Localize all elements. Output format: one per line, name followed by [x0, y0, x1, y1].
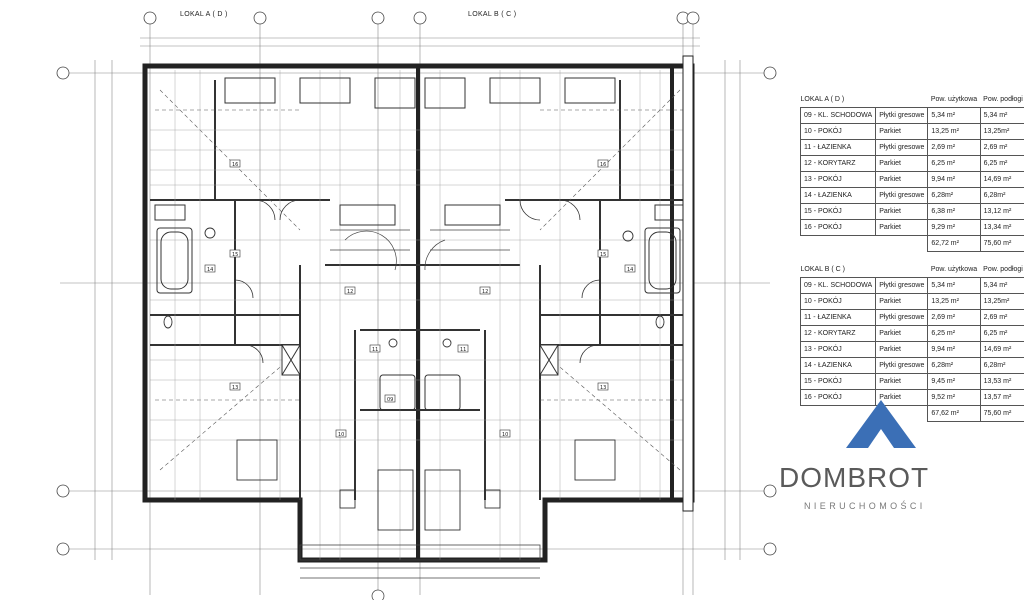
svg-text:14: 14 [627, 267, 633, 273]
svg-text:12: 12 [482, 289, 488, 295]
column-header-usable-area: Pow. użytkowa [930, 96, 978, 103]
svg-text:12: 12 [347, 289, 353, 295]
lokal-a-area-table: LOKAL A ( D ) Pow. użytkowa Pow. podłogi… [799, 92, 1024, 252]
svg-text:11: 11 [460, 347, 466, 353]
table-title: LOKAL B ( C ) [800, 266, 845, 273]
svg-text:10: 10 [502, 432, 508, 438]
column-header-floor-area: Pow. podłogi [983, 96, 1023, 103]
svg-text:16: 16 [600, 162, 606, 168]
fine-hatching [150, 70, 690, 560]
room-tags: 16 15 14 13 12 10 09 10 12 13 14 15 16 1… [204, 159, 636, 438]
column-pillars [281, 344, 559, 376]
svg-text:09: 09 [387, 397, 393, 403]
entrance-steps [299, 544, 541, 579]
mountain-triangle-icon [846, 400, 916, 448]
svg-text:11: 11 [372, 347, 378, 353]
brand-name: DOMBROT [779, 462, 930, 493]
column-header-usable-area: Pow. użytkowa [930, 266, 978, 273]
right-wall-block [682, 55, 694, 512]
lokal-b-area-table: LOKAL B ( C ) Pow. użytkowa Pow. podłogi… [799, 262, 1024, 422]
svg-text:15: 15 [232, 252, 238, 258]
axis-markers [56, 11, 777, 600]
windows [154, 77, 686, 226]
column-header-floor-area: Pow. podłogi [983, 266, 1023, 273]
svg-text:13: 13 [232, 385, 238, 391]
svg-text:16: 16 [232, 162, 238, 168]
table-title: LOKAL A ( D ) [800, 96, 845, 103]
lokal-b-plan-label: LOKAL B ( C ) [468, 11, 517, 18]
svg-text:14: 14 [207, 267, 213, 273]
staircase [330, 229, 510, 271]
door-swings [234, 199, 601, 364]
fixtures [163, 227, 665, 531]
brand-subtitle: NIERUCHOMOŚCI [804, 501, 926, 511]
lokal-a-plan-label: LOKAL A ( D ) [180, 11, 228, 18]
svg-text:13: 13 [600, 385, 606, 391]
party-wall [416, 66, 674, 560]
bathtubs [156, 227, 681, 411]
inner-walls [150, 80, 690, 500]
svg-text:15: 15 [600, 252, 606, 258]
svg-text:10: 10 [338, 432, 344, 438]
